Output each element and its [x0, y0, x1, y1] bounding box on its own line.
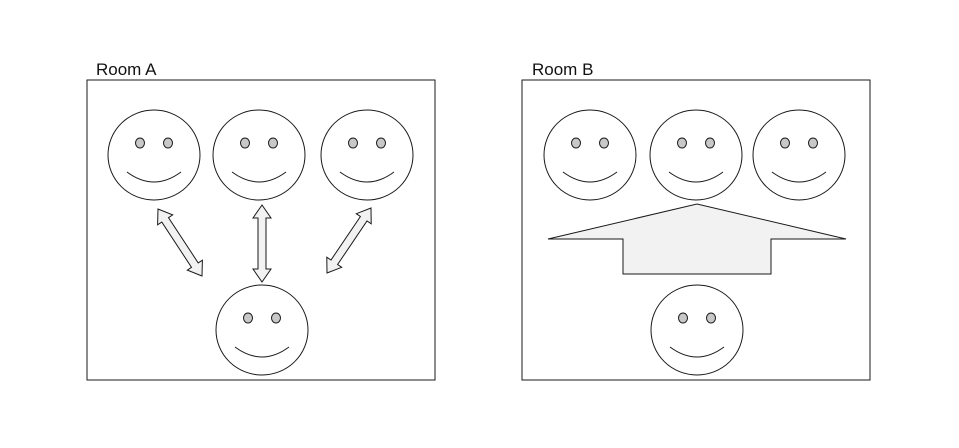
room-b-face-2 [649, 109, 743, 201]
face-mouth [771, 171, 827, 183]
room-a-arrow-right [326, 207, 372, 274]
face-right-eye [271, 312, 281, 324]
face-right-eye [808, 137, 818, 149]
face-head [212, 109, 306, 201]
room-b-face-bottom [650, 284, 744, 376]
room-a-face-3 [320, 109, 414, 201]
room-b-frame [521, 79, 871, 381]
room-a-arrow-left [157, 208, 203, 277]
room-a-arrow-center [252, 204, 272, 283]
face-left-eye [240, 137, 250, 149]
face-right-eye [599, 137, 609, 149]
face-mouth [126, 171, 182, 183]
face-right-eye [376, 137, 386, 149]
face-head [649, 109, 743, 201]
face-left-eye [571, 137, 581, 149]
face-right-eye [268, 137, 278, 149]
room-a-frame [86, 79, 436, 381]
room-b-face-3 [752, 109, 846, 201]
face-mouth [669, 346, 725, 358]
face-mouth [339, 171, 395, 183]
room-a-face-2 [212, 109, 306, 201]
face-mouth [234, 346, 290, 358]
double-arrow-shape [326, 207, 372, 274]
room-a-label: Room A [96, 60, 157, 79]
double-arrow-shape [252, 204, 272, 283]
face-head [215, 284, 309, 376]
face-left-eye [135, 137, 145, 149]
face-mouth [668, 171, 724, 183]
room-b-label: Room B [532, 60, 594, 79]
face-left-eye [348, 137, 358, 149]
face-left-eye [243, 312, 253, 324]
room-a-face-1 [107, 109, 201, 201]
face-left-eye [780, 137, 790, 149]
face-right-eye [163, 137, 173, 149]
room-b-up-arrow [547, 203, 847, 275]
face-head [107, 109, 201, 201]
face-left-eye [677, 137, 687, 149]
face-right-eye [706, 312, 716, 324]
face-left-eye [678, 312, 688, 324]
face-head [320, 109, 414, 201]
face-head [650, 284, 744, 376]
face-head [752, 109, 846, 201]
face-mouth [562, 171, 618, 183]
face-head [543, 109, 637, 201]
face-mouth [231, 171, 287, 183]
room-b-face-1 [543, 109, 637, 201]
room-a-face-bottom [215, 284, 309, 376]
double-arrow-shape [157, 208, 203, 277]
face-right-eye [705, 137, 715, 149]
